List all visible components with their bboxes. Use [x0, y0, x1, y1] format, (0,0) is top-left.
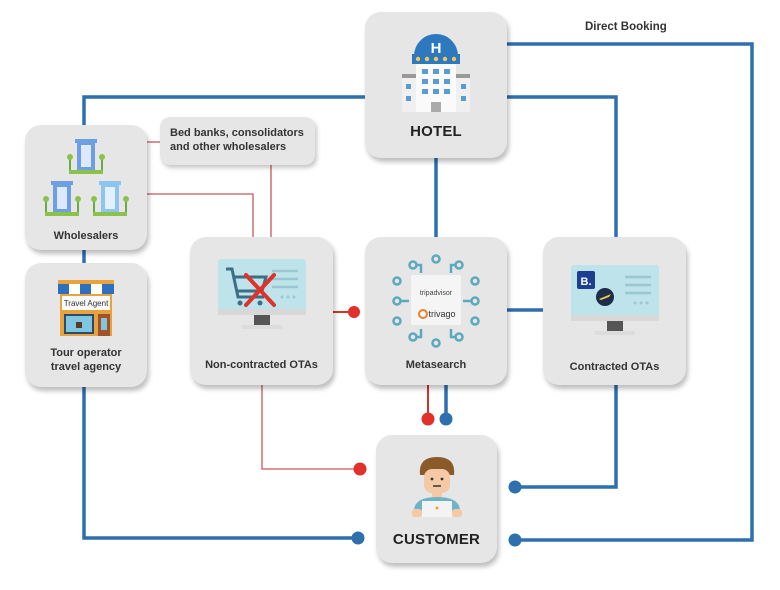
dot-metasearch-red — [421, 412, 435, 426]
hotel-node[interactable]: H HOTEL — [365, 12, 507, 158]
travel-agent-shop-icon: Travel Agent — [58, 280, 114, 336]
monitor-cart-crossed-icon — [218, 259, 306, 329]
non-contracted-otas-node[interactable]: Non-contracted OTAs — [190, 237, 333, 385]
dot-noncontracted-customer — [353, 462, 367, 476]
svg-text:B.: B. — [581, 276, 592, 288]
line-direct-booking — [507, 42, 754, 542]
hotel-buildings-icon — [43, 139, 129, 216]
small-hotel-left — [43, 181, 81, 216]
bed-banks-line1: Bed banks, consolidators — [170, 127, 304, 139]
line-tour-customer — [82, 387, 352, 540]
hotel-building-icon: H — [402, 34, 470, 112]
tour-operator-label: Tour operator travel agency — [25, 346, 147, 374]
contracted-otas-node[interactable]: B. Contracted OTAs — [543, 237, 686, 385]
trivago-logo: trivago — [428, 309, 455, 319]
dot-direct-customer — [508, 533, 522, 547]
line-hotel-contracted — [507, 95, 618, 238]
customer-label: CUSTOMER — [392, 531, 481, 548]
tour-operator-node[interactable]: Travel Agent Tour operator travel agency — [25, 263, 147, 387]
tour-operator-line1: Tour operator — [50, 347, 122, 359]
travel-agent-sign: Travel Agent — [64, 299, 109, 308]
person-laptop-icon — [412, 457, 462, 517]
wholesalers-label: Wholesalers — [53, 230, 119, 242]
bed-banks-line2: and other wholesalers — [170, 141, 287, 153]
cross-icon — [244, 273, 276, 307]
hotel-label: HOTEL — [410, 123, 462, 140]
metasearch-node[interactable]: tripadvisor trivago Metasearch — [365, 237, 507, 385]
monitor-booking-expedia-icon: B. — [571, 265, 659, 335]
small-hotel-top — [67, 139, 105, 174]
dot-contracted-customer — [508, 480, 522, 494]
line-wholesalers-noncontracted — [147, 193, 254, 238]
booking-logo — [577, 271, 595, 289]
bed-banks-note: Bed banks, consolidators and other whole… — [160, 117, 315, 165]
non-contracted-otas-label: Non-contracted OTAs — [205, 359, 318, 371]
line-noncontracted-customer — [261, 385, 355, 470]
hotel-badge: H — [431, 40, 442, 57]
customer-node[interactable]: CUSTOMER — [376, 435, 497, 563]
line-contracted-customer — [520, 385, 618, 489]
metasearch-label: Metasearch — [405, 359, 467, 371]
small-hotel-right — [91, 181, 129, 216]
direct-booking-label: Direct Booking — [585, 21, 667, 33]
dot-noncontracted-metasearch — [348, 306, 360, 318]
line-hotel-wholesalers — [82, 95, 365, 126]
tripadvisor-logo: tripadvisor — [420, 290, 453, 297]
wholesalers-node[interactable]: Wholesalers — [25, 125, 147, 250]
tour-operator-line2: travel agency — [50, 361, 122, 373]
dot-tour-customer — [351, 531, 365, 545]
circuit-chip-icon: tripadvisor trivago — [392, 254, 480, 348]
trivago-logo-icon — [418, 309, 428, 319]
contracted-otas-label: Contracted OTAs — [569, 361, 660, 373]
dot-metasearch-blue — [439, 412, 453, 426]
